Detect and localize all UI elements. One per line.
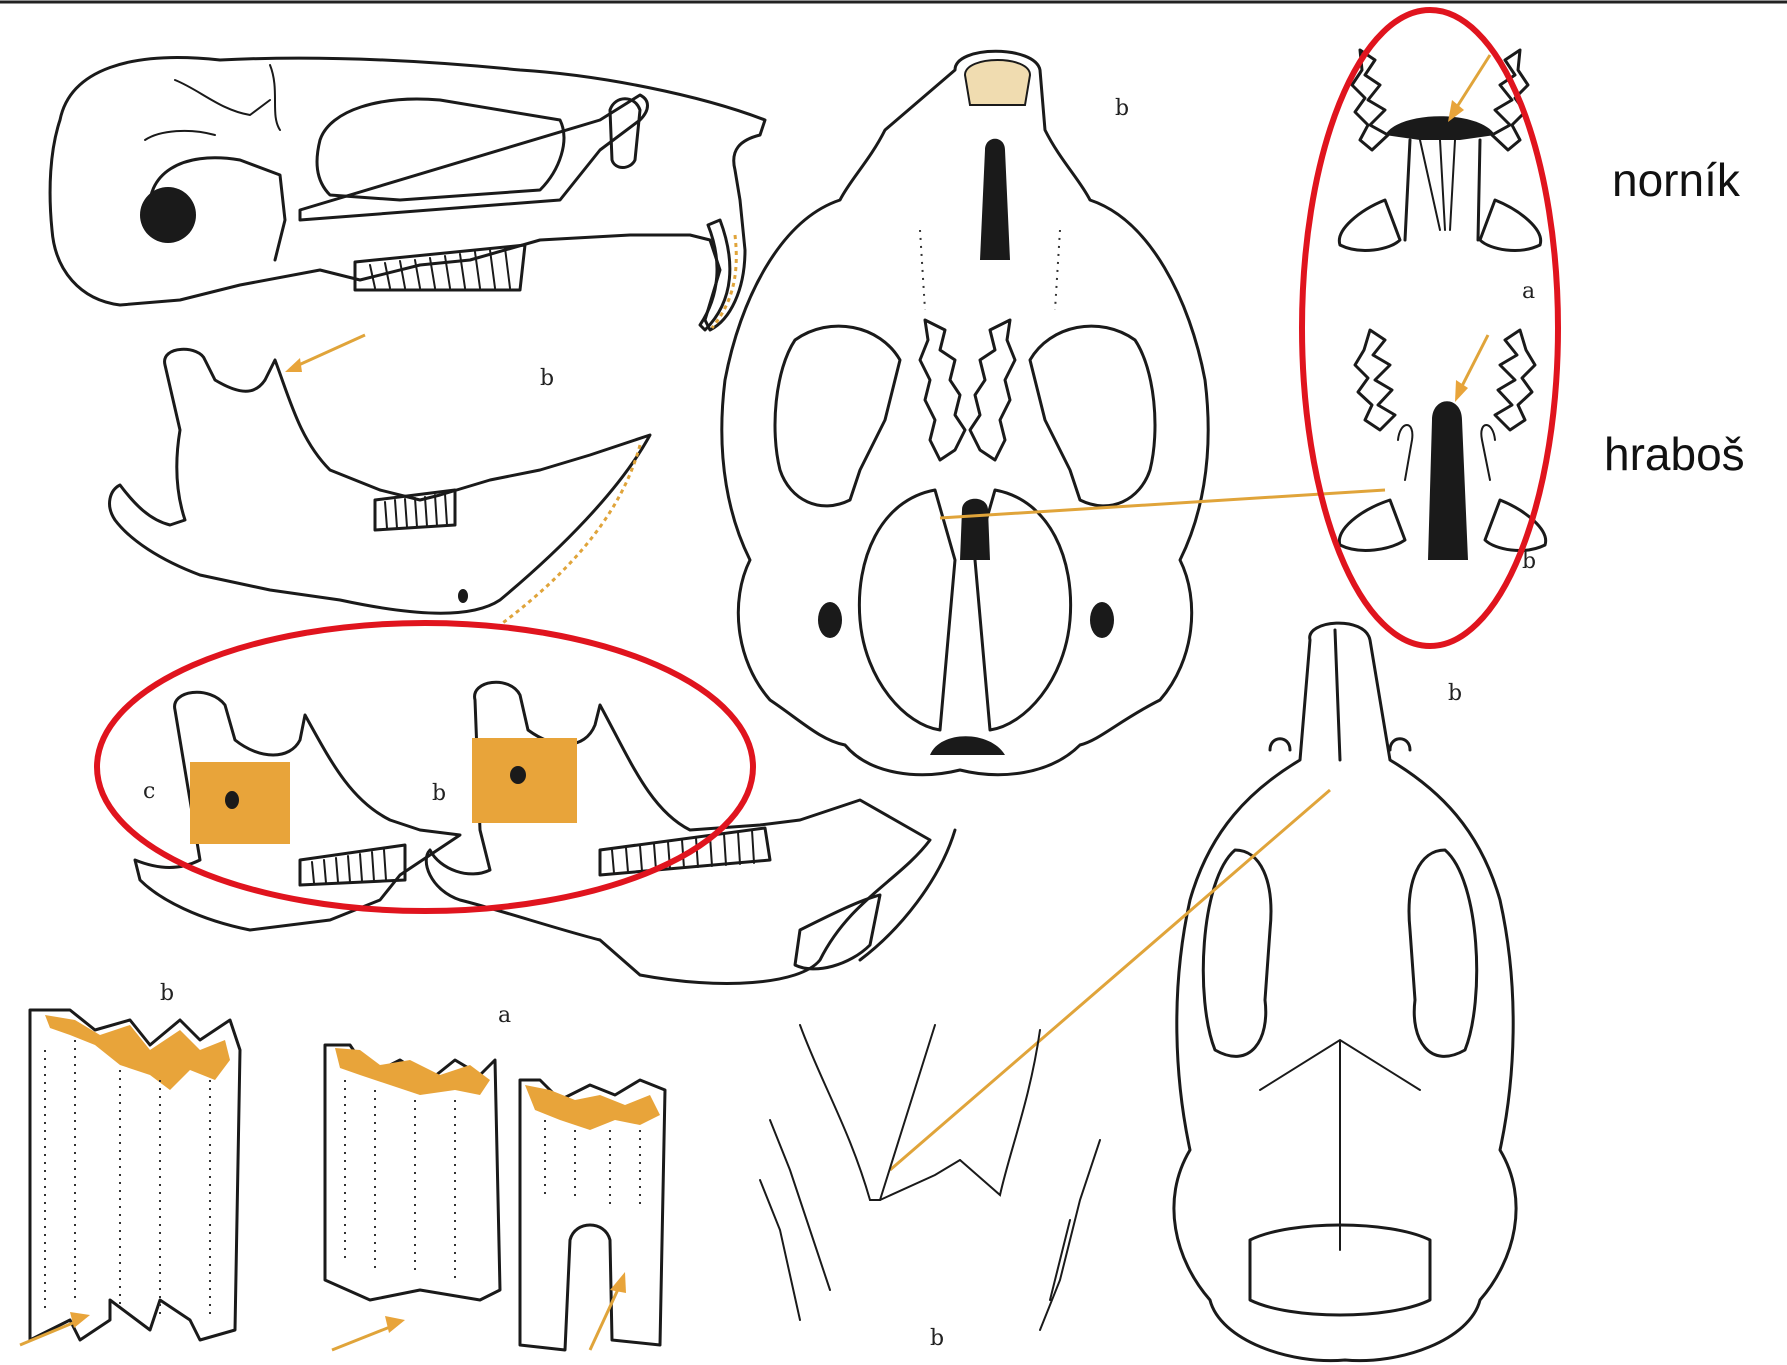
label-mandible-b: b [432,781,446,806]
ventral-tooth-rows [920,320,1015,460]
upper-incisor [700,220,730,330]
molars-a [325,1045,500,1350]
caption-lower-species: hraboš [1604,428,1745,480]
palate-detail-b [1339,330,1545,560]
mandible-c-highlight [190,762,290,844]
label-molars-b: b [160,981,174,1006]
ventral-skull [722,51,1208,774]
mandible-b [426,682,955,983]
orbit-fill [140,187,196,243]
label-suture-b: b [930,1326,944,1351]
label-mandible-top: b [540,366,554,391]
lateral-skull [50,58,765,331]
dorsal-skull [1174,623,1516,1361]
label-palate-b: b [1522,549,1536,574]
suture-detail [760,1025,1100,1330]
label-palate-a: a [1522,279,1535,304]
label-skull-dorsal: b [1448,681,1462,706]
label-mandible-c: c [143,779,155,804]
mandible-c [135,692,460,930]
molars-a-lower [520,1080,665,1350]
arrow-mandible-top [292,335,365,368]
molars-b [20,1010,240,1345]
caption-upper-species: norník [1612,154,1741,206]
pointer-to-suture [890,790,1330,1170]
mandible-top [110,349,650,625]
mandible-b-highlight [472,738,577,823]
label-molars-a: a [498,1003,511,1028]
label-skull-ventral: b [1115,96,1129,121]
